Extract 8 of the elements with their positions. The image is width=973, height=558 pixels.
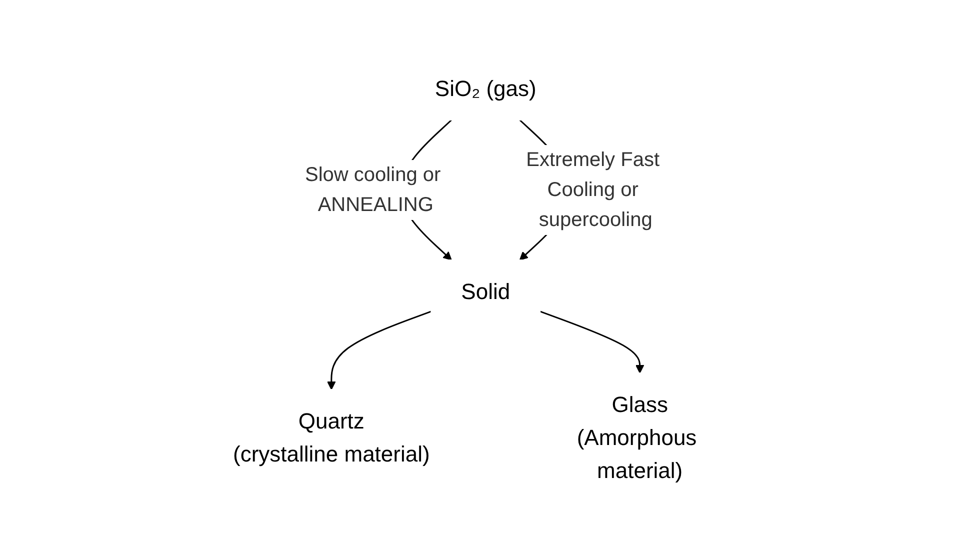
edge-label: Extremely Fast Cooling or supercooling	[526, 148, 660, 230]
edge-label: Slow cooling or ANNEALING	[305, 164, 441, 216]
node-text: Solid	[461, 278, 510, 304]
arrow	[540, 310, 644, 373]
node-text: Quartz (crystalline material)	[233, 408, 430, 466]
arrow	[327, 310, 432, 390]
node-text: SiO₂ (gas)	[434, 76, 536, 100]
node-text: Glass (Amorphous material)	[576, 392, 697, 482]
